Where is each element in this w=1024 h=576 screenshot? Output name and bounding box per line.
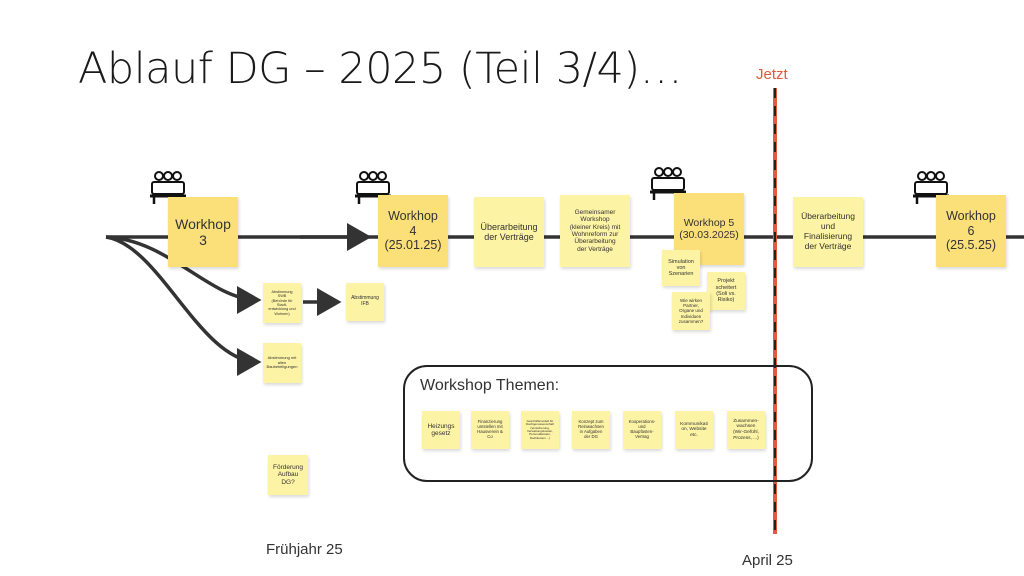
note-foerderung[interactable]: Förderung Aufbau DG? [268,455,308,495]
note-projekt-scheitert[interactable]: Projekt scheitert (Soli vs. Risiko) [707,272,745,310]
themes-box [403,365,813,482]
note-text: Förderung Aufbau DG? [273,463,303,486]
note-text: Workhop 5 (30.03.2025) [679,216,739,241]
note-abstimmung-bau[interactable]: Abstimmung mit allen Baubeteiligungen [263,343,301,383]
note-text: Wie wirken Partner, Organe und Individue… [678,298,704,324]
note-text: Simulation von Szenarien [668,258,694,278]
note-text: Heizungs gesetz [427,422,455,437]
note-text: Überarbeitung und Finalisierung der Vert… [801,211,855,251]
theme-geschaeftsmodell[interactable]: Geschäftsmodell für Dachgenossenschaft (… [521,411,559,449]
note-text: Abstimmung mit allen Baubeteiligungen [266,355,298,370]
theme-heizungsgesetz[interactable]: Heizungs gesetz [422,411,460,449]
branch-arrow-1 [105,235,262,314]
note-ueberarbeitung-1[interactable]: Überarbeitung der Verträge [474,197,544,267]
note-text: Abstimmung IFB [351,295,379,307]
note-text: Geschäftsmodell für Dachgenossenschaft (… [525,418,555,440]
note-abstimmung-ifb[interactable]: Abstimmung IFB [346,283,384,321]
note-gemeinsamer-workshop[interactable]: Gemeinsamer Workshop (kleiner Kreis) mit… [560,195,630,267]
note-abstimmung-swb[interactable]: Abstimmung SWB (Behörde für Stadt- entwi… [263,283,301,323]
note-text: Abstimmung SWB (Behörde für Stadt- entwi… [268,289,296,316]
note-text: Kommunikati on, Website etc. [680,421,708,438]
note-text: Workhop 6 (25.5.25) [945,209,997,253]
note-text: Workhop 3 [175,215,231,248]
note-workshop-5[interactable]: Workhop 5 (30.03.2025) [674,193,744,265]
note-workshop-3[interactable]: Workhop 3 [168,197,238,267]
theme-kommunikation[interactable]: Kommunikati on, Website etc. [675,411,713,449]
note-text: Kooperations- und Baupfasten- Vertrag [628,419,656,439]
theme-finanzierung[interactable]: Finanzierung umstellen mit Hausverein & … [471,411,509,449]
note-text: Finanzierung umstellen mit Hausverein & … [477,419,503,439]
note-ueberarbeitung-2[interactable]: Überarbeitung und Finalisierung der Vert… [793,197,863,267]
note-text: Konzept zum Reinwachsen in Aufgaben der … [578,419,604,439]
theme-konzept[interactable]: Konzept zum Reinwachsen in Aufgaben der … [572,411,610,449]
page-title: Ablauf DG – 2025 (Teil 3/4)… [78,44,683,94]
note-workshop-6[interactable]: Workhop 6 (25.5.25) [936,195,1006,267]
note-text: Projekt scheitert (Soli vs. Risiko) [715,278,737,304]
label-fruehjahr: Frühjahr 25 [266,541,343,558]
now-label: Jetzt [756,66,788,83]
note-partner[interactable]: Wie wirken Partner, Organe und Individue… [672,292,710,330]
note-text: Workhop 4 (25.01.25) [384,209,442,253]
note-text: Überarbeitung der Verträge [480,221,538,242]
note-text: Gemeinsamer Workshop (kleiner Kreis) mit… [569,208,621,253]
note-simulation[interactable]: Simulation von Szenarien [662,250,700,286]
note-text: Zusammen- wachsen (Wir-Gefühl, Prozess, … [733,418,759,441]
theme-kooperation[interactable]: Kooperations- und Baupfasten- Vertrag [623,411,661,449]
note-workshop-4[interactable]: Workhop 4 (25.01.25) [378,195,448,267]
label-april: April 25 [742,552,793,569]
themes-title: Workshop Themen: [420,377,560,394]
theme-zusammenwachsen[interactable]: Zusammen- wachsen (Wir-Gefühl, Prozess, … [727,411,765,449]
branch-arrow-2 [105,235,262,376]
